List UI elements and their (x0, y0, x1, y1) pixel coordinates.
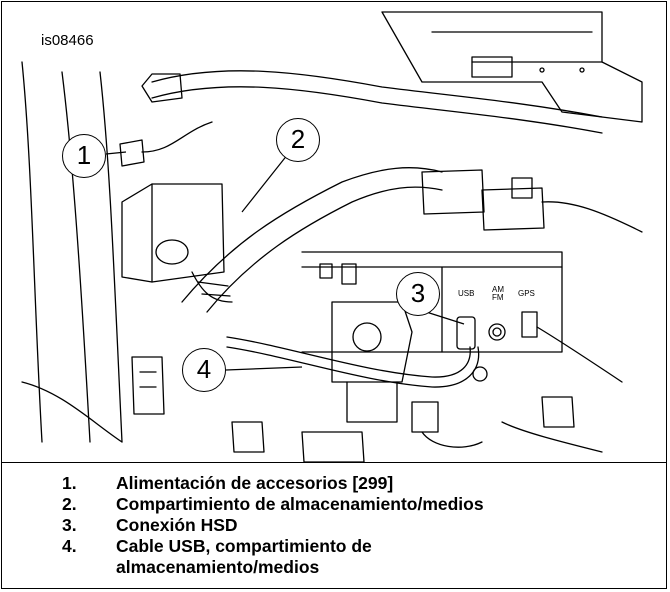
lower-left-connector (131, 356, 165, 415)
main-harness (181, 167, 443, 303)
hsd-connector (456, 316, 476, 350)
media-compartment (331, 301, 413, 383)
upper-harness (151, 70, 603, 118)
legend-text: Compartimiento de almacenamiento/medios (116, 494, 484, 514)
legend-item-3: 3. Conexión HSD (62, 515, 596, 536)
accessory-connector (119, 139, 145, 167)
legend-text: Cable USB, compartimiento de almacenamie… (116, 536, 372, 577)
figure-id: is08466 (38, 32, 97, 49)
am-label: AM (492, 285, 504, 294)
callout-1: 1 (62, 134, 106, 178)
gps-label: GPS (518, 289, 535, 298)
legend-number: 2. (62, 494, 77, 514)
callout-4: 4 (182, 348, 226, 392)
legend-item-4: 4. Cable USB, compartimiento de almacenam… (62, 536, 376, 578)
usb-cable (226, 336, 471, 378)
usb-label: USB (458, 289, 474, 298)
leader-line-4 (225, 366, 303, 371)
leader-line-1 (105, 151, 127, 155)
legend-item-2: 2. Compartimiento de almacenamiento/medio… (62, 494, 596, 515)
callout-2: 2 (276, 118, 320, 162)
upper-bracket (381, 11, 643, 123)
legend-number: 1. (62, 473, 77, 493)
wiring-illustration: USB AM FM GPS (21, 11, 643, 462)
legend-number: 4. (62, 536, 77, 556)
legend-text: Alimentación de accesorios [299] (116, 473, 394, 493)
storage-compartment (121, 183, 225, 283)
callout-3: 3 (396, 272, 440, 316)
legend-text: Conexión HSD (116, 515, 238, 535)
radio-head-unit (301, 251, 563, 353)
legend-number: 3. (62, 515, 77, 535)
left-frame-tube (61, 71, 91, 443)
legend: 1. Alimentación de accesorios [299] 2. Com… (2, 462, 666, 588)
leader-line-2 (241, 153, 289, 213)
fm-label: FM (492, 293, 504, 302)
legend-item-1: 1. Alimentación de accesorios [299] (62, 473, 596, 494)
